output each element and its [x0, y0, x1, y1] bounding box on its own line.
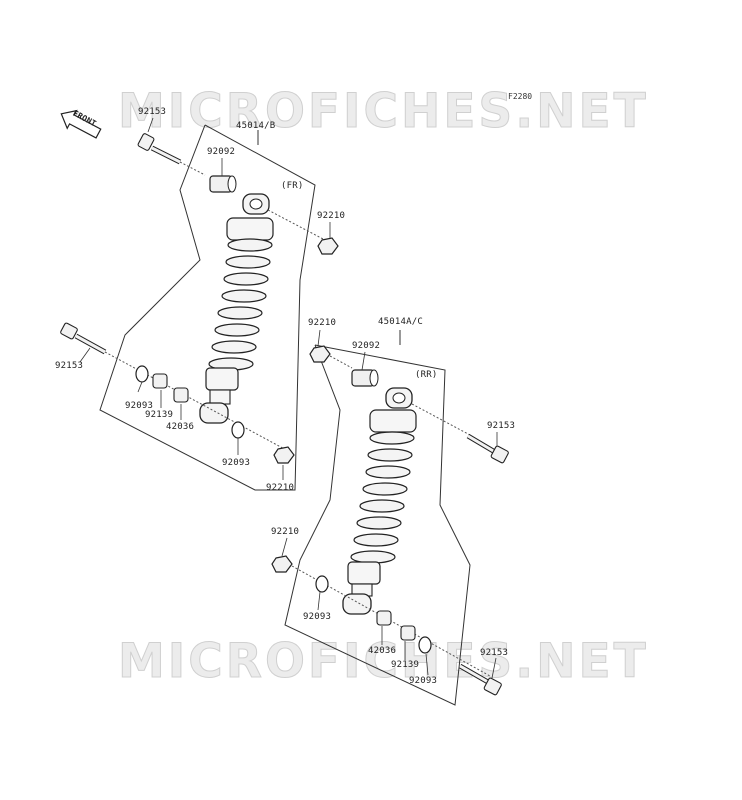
front-assembly-label: 45014/B [236, 121, 276, 131]
label-front-top-nut: 92210 [317, 211, 346, 221]
rear-bottom-eye [342, 593, 372, 615]
front-bottom-bolt [60, 322, 291, 453]
front-bottom-washer-left [135, 365, 149, 383]
label-rear-bottom-washer-right: 92093 [409, 676, 438, 686]
front-bottom-washer-right [231, 421, 245, 439]
rear-bottom-bushing [376, 610, 392, 626]
front-spring [205, 217, 274, 405]
front-bottom-collar [152, 373, 168, 389]
label-front-bottom-nut: 92210 [266, 483, 295, 493]
label-front-bottom-washer-left: 92093 [125, 401, 154, 411]
rear-bottom-washer-left [315, 575, 329, 593]
front-top-eye [242, 193, 326, 241]
diagram-code: F2280 [508, 92, 533, 101]
rear-top-collar [351, 369, 379, 387]
label-rear-top-nut: 92210 [308, 318, 337, 328]
rear-spring [347, 409, 417, 597]
front-bottom-nut [273, 446, 295, 464]
label-front-bottom-bolt: 92153 [55, 361, 84, 371]
front-top-bolt [137, 133, 206, 176]
rear-bottom-bolt [458, 663, 502, 696]
rear-position-label: (RR) [415, 370, 438, 380]
leader-lines [79, 117, 498, 679]
rear-top-nut [309, 345, 331, 363]
rear-bottom-nut [271, 555, 293, 573]
front-position-label: (FR) [281, 181, 304, 191]
label-front-top-collar: 92092 [207, 147, 236, 157]
rear-top-bolt [466, 433, 509, 464]
label-rear-bottom-bushing: 42036 [368, 646, 397, 656]
watermark-top: MICROFICHES.NET [118, 84, 649, 140]
rear-bottom-collar [400, 625, 416, 641]
rear-assembly-label: 45014A/C [378, 317, 423, 327]
label-rear-bottom-bolt: 92153 [480, 648, 509, 658]
label-rear-bottom-nut: 92210 [271, 527, 300, 537]
rear-shock-group [271, 330, 509, 706]
label-front-bottom-washer-right: 92093 [222, 458, 251, 468]
label-rear-bottom-collar: 92139 [391, 660, 420, 670]
label-front-bottom-collar: 92139 [145, 410, 174, 420]
front-top-nut [317, 237, 339, 255]
label-rear-bottom-washer-left: 92093 [303, 612, 332, 622]
label-front-top-bolt: 92153 [138, 107, 167, 117]
front-arrow-icon [60, 109, 102, 139]
rear-top-eye [385, 387, 471, 436]
front-bottom-bushing [173, 387, 189, 403]
label-rear-top-bolt: 92153 [487, 421, 516, 431]
label-front-bottom-bushing: 42036 [166, 422, 195, 432]
front-top-collar [209, 175, 237, 193]
front-shock-group [60, 124, 339, 491]
rear-bottom-washer-right [418, 636, 432, 654]
label-rear-top-collar: 92092 [352, 341, 381, 351]
front-bottom-eye [199, 402, 229, 424]
